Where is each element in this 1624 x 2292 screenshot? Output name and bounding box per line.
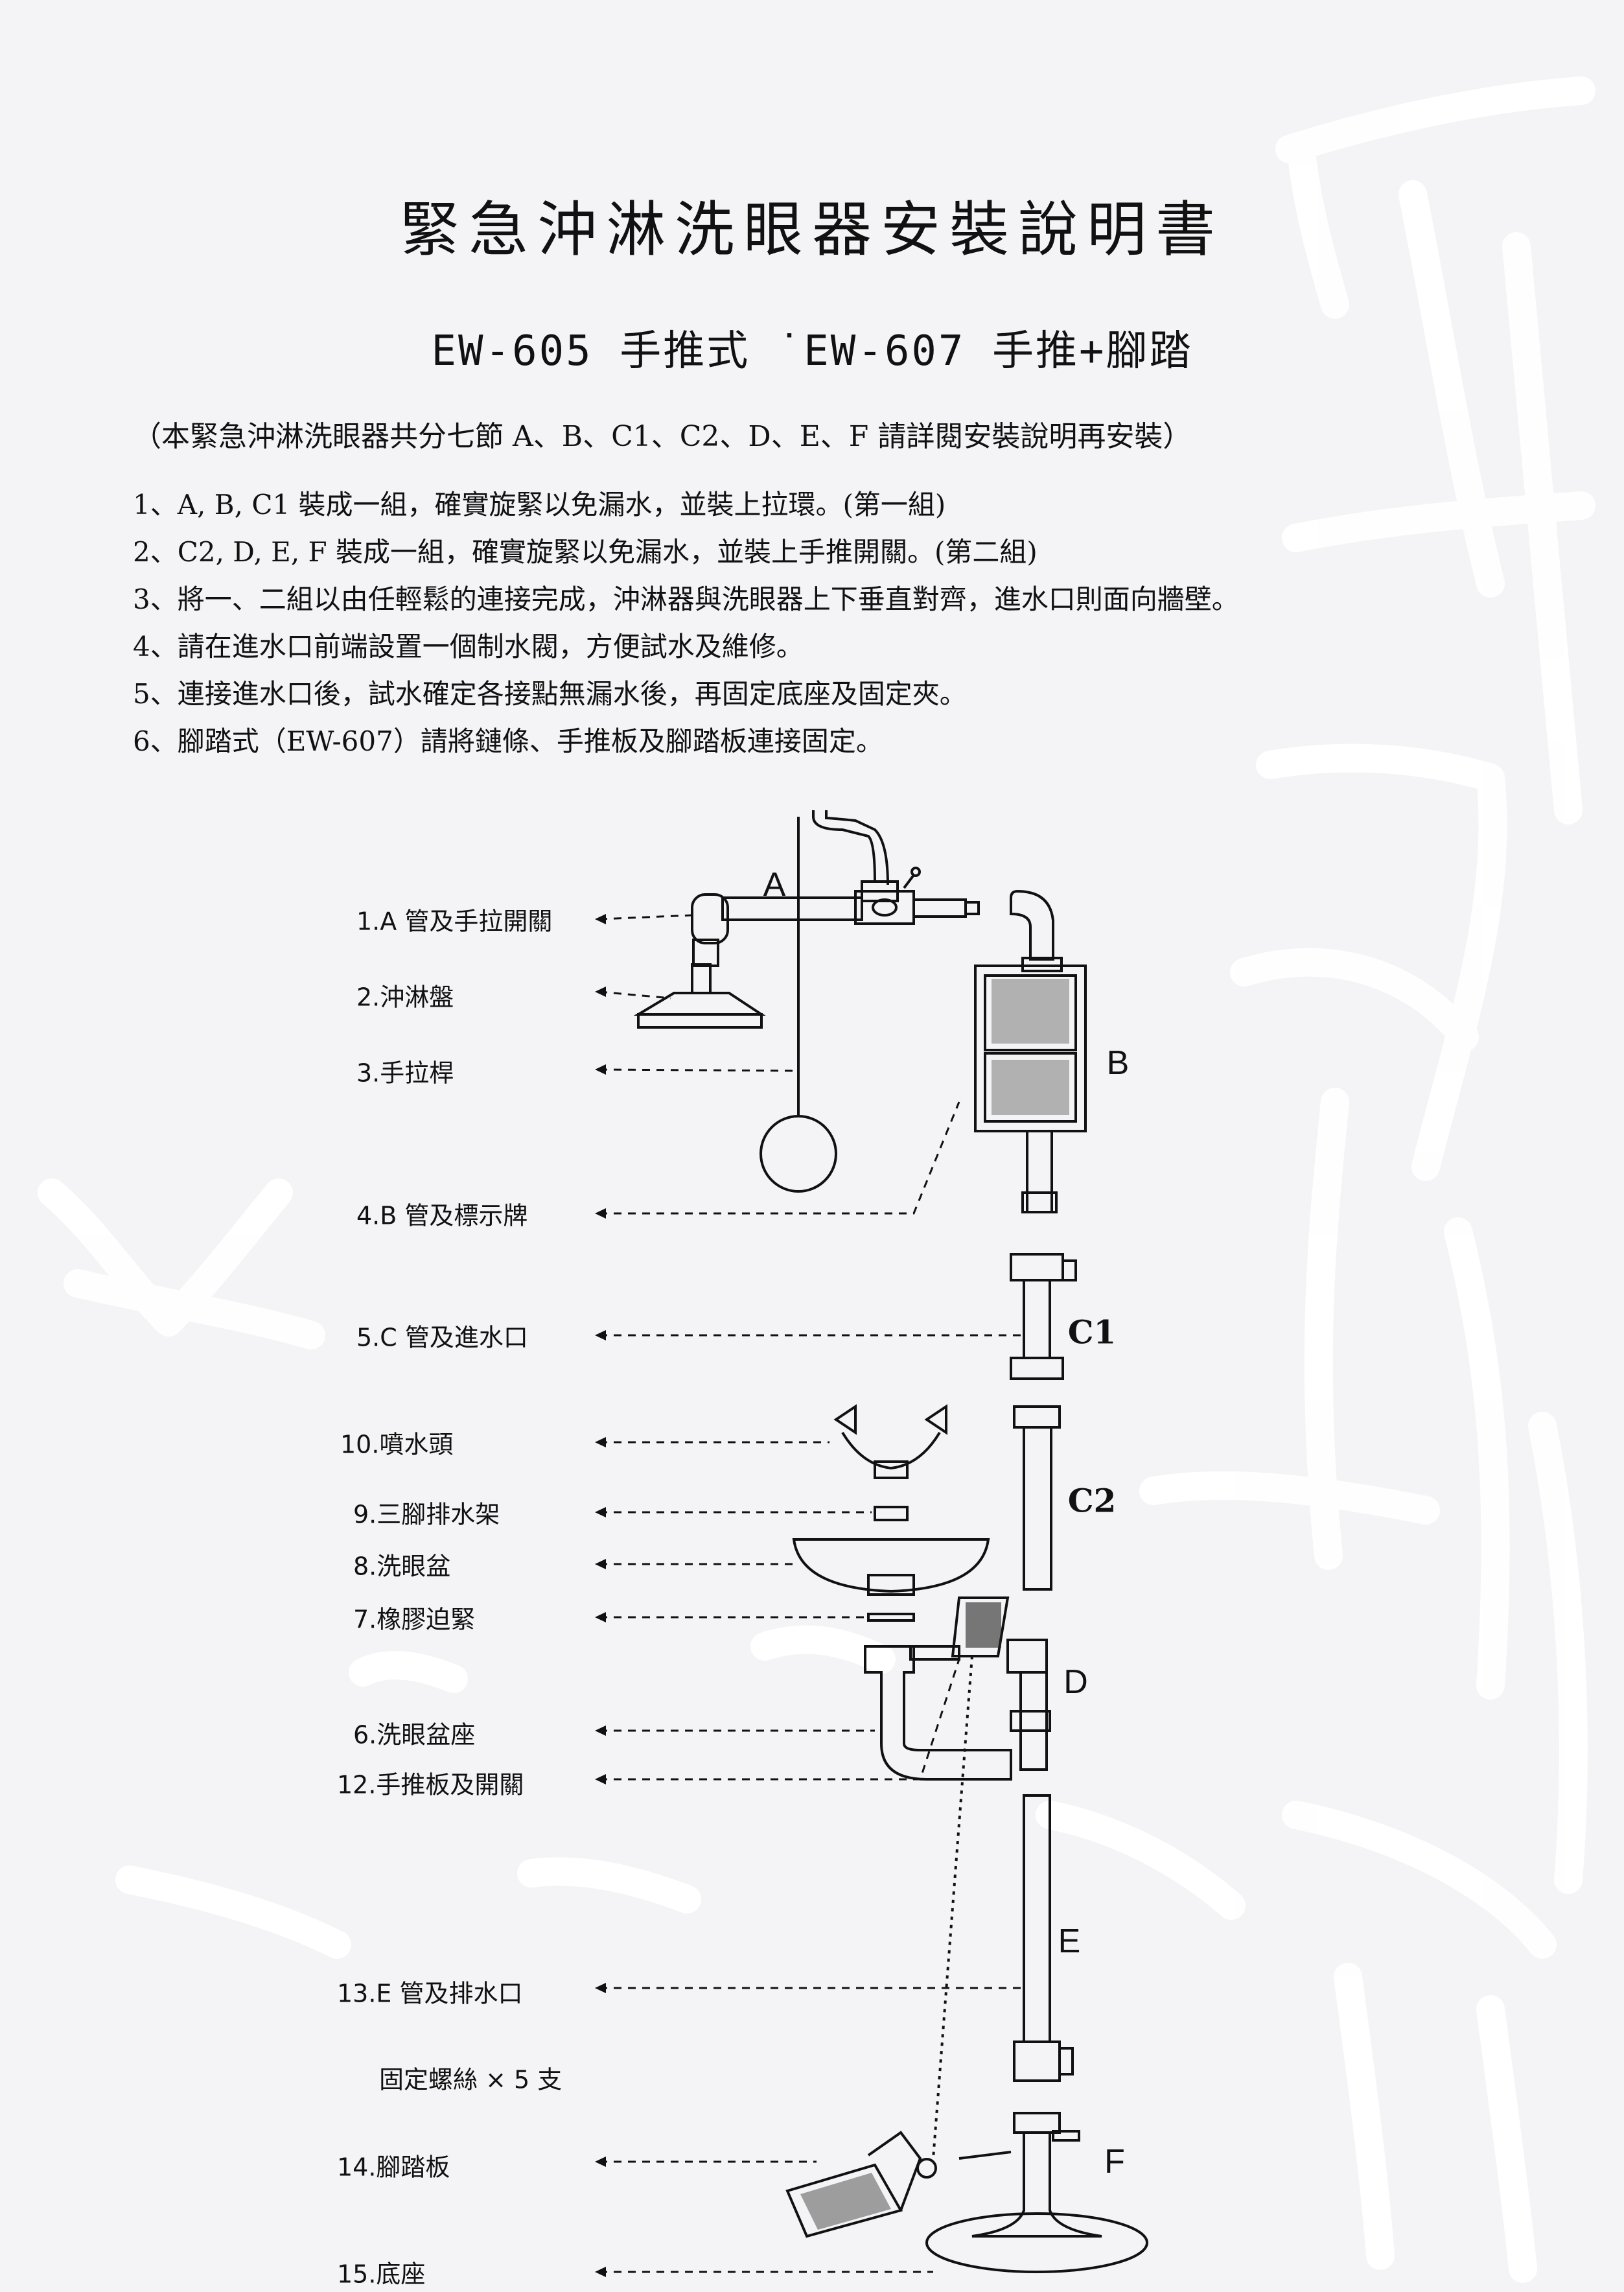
- base-stand: [971, 2133, 1102, 2238]
- step-item: 2、C2, D, E, F 裝成一組，確實旋緊以免漏水，並裝上手推開關。(第二組…: [133, 536, 1038, 568]
- leader-p12: [599, 1659, 960, 1781]
- part-label-14: 14.腳踏板: [337, 2153, 450, 2182]
- step-item: 1、A, B, C1 裝成一組，確實旋緊以免漏水，並裝上拉環。(第一組): [133, 489, 946, 520]
- leader-p2: [599, 990, 671, 1000]
- part-label-10: 10.噴水頭: [340, 1430, 454, 1459]
- part-label-3: 3.手拉桿: [356, 1058, 454, 1088]
- part-label-2: 2.沖淋盤: [356, 983, 454, 1012]
- document-subtitle: EW-605 手推式 ˙EW-607 手推+腳踏: [431, 327, 1193, 375]
- step-item: 4、請在進水口前端設置一個制水閥，方便試水及維修。: [133, 631, 804, 662]
- step-item: 3、將一、二組以由任輕鬆的連接完成，沖淋器與洗眼器上下垂直對齊，進水口則面向牆壁…: [133, 583, 1239, 615]
- part-label-15: 15.底座: [337, 2260, 426, 2289]
- part-label-8: 8.洗眼盆: [353, 1552, 451, 1581]
- part-label-4: 4.B 管及標示牌: [356, 1201, 528, 1230]
- section-label-f: F: [1104, 2143, 1125, 2181]
- section-label-a: A: [763, 866, 786, 904]
- section-label-d: D: [1063, 1663, 1088, 1701]
- part-label-screws: 固定螺絲 × 5 支: [379, 2065, 563, 2094]
- a-pipe-gooseneck: [812, 810, 876, 882]
- push-plate: [951, 1596, 1010, 1657]
- section-label-b: B: [1106, 1044, 1130, 1082]
- bowl-base: [864, 1645, 1012, 1781]
- leader-p4: [599, 1101, 960, 1215]
- section-label-c2: C2: [1067, 1481, 1117, 1520]
- base-plate: [925, 2212, 1148, 2273]
- part-label-1: 1.A 管及手拉開關: [356, 907, 553, 936]
- chain: [932, 1655, 973, 2159]
- part-label-9: 9.三腳排水架: [353, 1500, 500, 1529]
- part-label-5: 5.C 管及進水口: [356, 1323, 528, 1352]
- eye-wash-bowl: [792, 1538, 990, 1593]
- step-item: 6、腳踏式（EW-607）請將鏈條、手推板及腳踏板連接固定。: [133, 725, 883, 757]
- part-label-12: 12.手推板及開關: [337, 1770, 524, 1799]
- b-elbow: [1010, 889, 1054, 961]
- section-label-c1: C1: [1067, 1313, 1117, 1351]
- step-item: 5、連接進水口後，試水確定各接點無漏水後，再固定底座及固定夾。: [133, 678, 967, 710]
- hand-pull-ring: [760, 1115, 837, 1193]
- section-label-e: E: [1058, 1923, 1081, 1960]
- rubber-gasket: [867, 1613, 915, 1622]
- spray-heads: [833, 1404, 947, 1435]
- part-label-6: 6.洗眼盆座: [353, 1720, 476, 1749]
- drain-stand: [874, 1506, 909, 1521]
- intro-note: （本緊急沖淋洗眼器共分七節 A、B、C1、C2、D、E、F 請詳閱安裝說明再安裝…: [133, 420, 1192, 453]
- installation-steps: 1、A, B, C1 裝成一組，確實旋緊以免漏水，並裝上拉環。(第一組) 2、C…: [133, 481, 1526, 765]
- part-label-13: 13.E 管及排水口: [337, 1979, 523, 2008]
- leader-p1: [599, 914, 693, 920]
- document-title: 緊急沖淋洗眼器安裝說明書: [399, 195, 1224, 264]
- part-label-7: 7.橡膠迫緊: [353, 1605, 476, 1634]
- leader-p3: [599, 1068, 795, 1072]
